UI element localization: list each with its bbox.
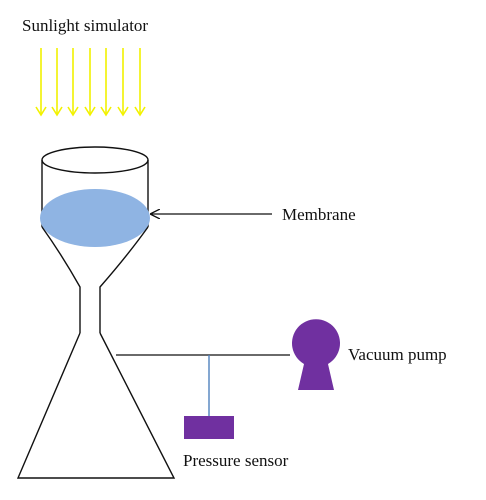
light-ray-arrow	[134, 48, 146, 117]
pressure-sensor-icon	[184, 416, 234, 439]
light-ray-arrow	[100, 48, 112, 117]
light-ray-arrow	[67, 48, 79, 117]
pressure-sensor-label: Pressure sensor	[183, 451, 289, 470]
light-ray-arrow	[84, 48, 96, 117]
light-ray-arrow	[117, 48, 129, 117]
light-rays	[35, 48, 146, 117]
sunlight-simulator-label: Sunlight simulator	[22, 16, 148, 35]
membrane-label: Membrane	[282, 205, 356, 224]
conical-flask	[16, 332, 176, 479]
upper-cylinder	[41, 146, 149, 227]
light-ray-arrow	[51, 48, 63, 117]
funnel-neck	[41, 226, 149, 333]
vacuum-pump-label: Vacuum pump	[348, 345, 447, 364]
membrane	[40, 189, 150, 247]
vacuum-pump-icon	[292, 319, 341, 390]
cylinder-top-rim	[41, 146, 149, 174]
light-ray-arrow	[35, 48, 47, 117]
